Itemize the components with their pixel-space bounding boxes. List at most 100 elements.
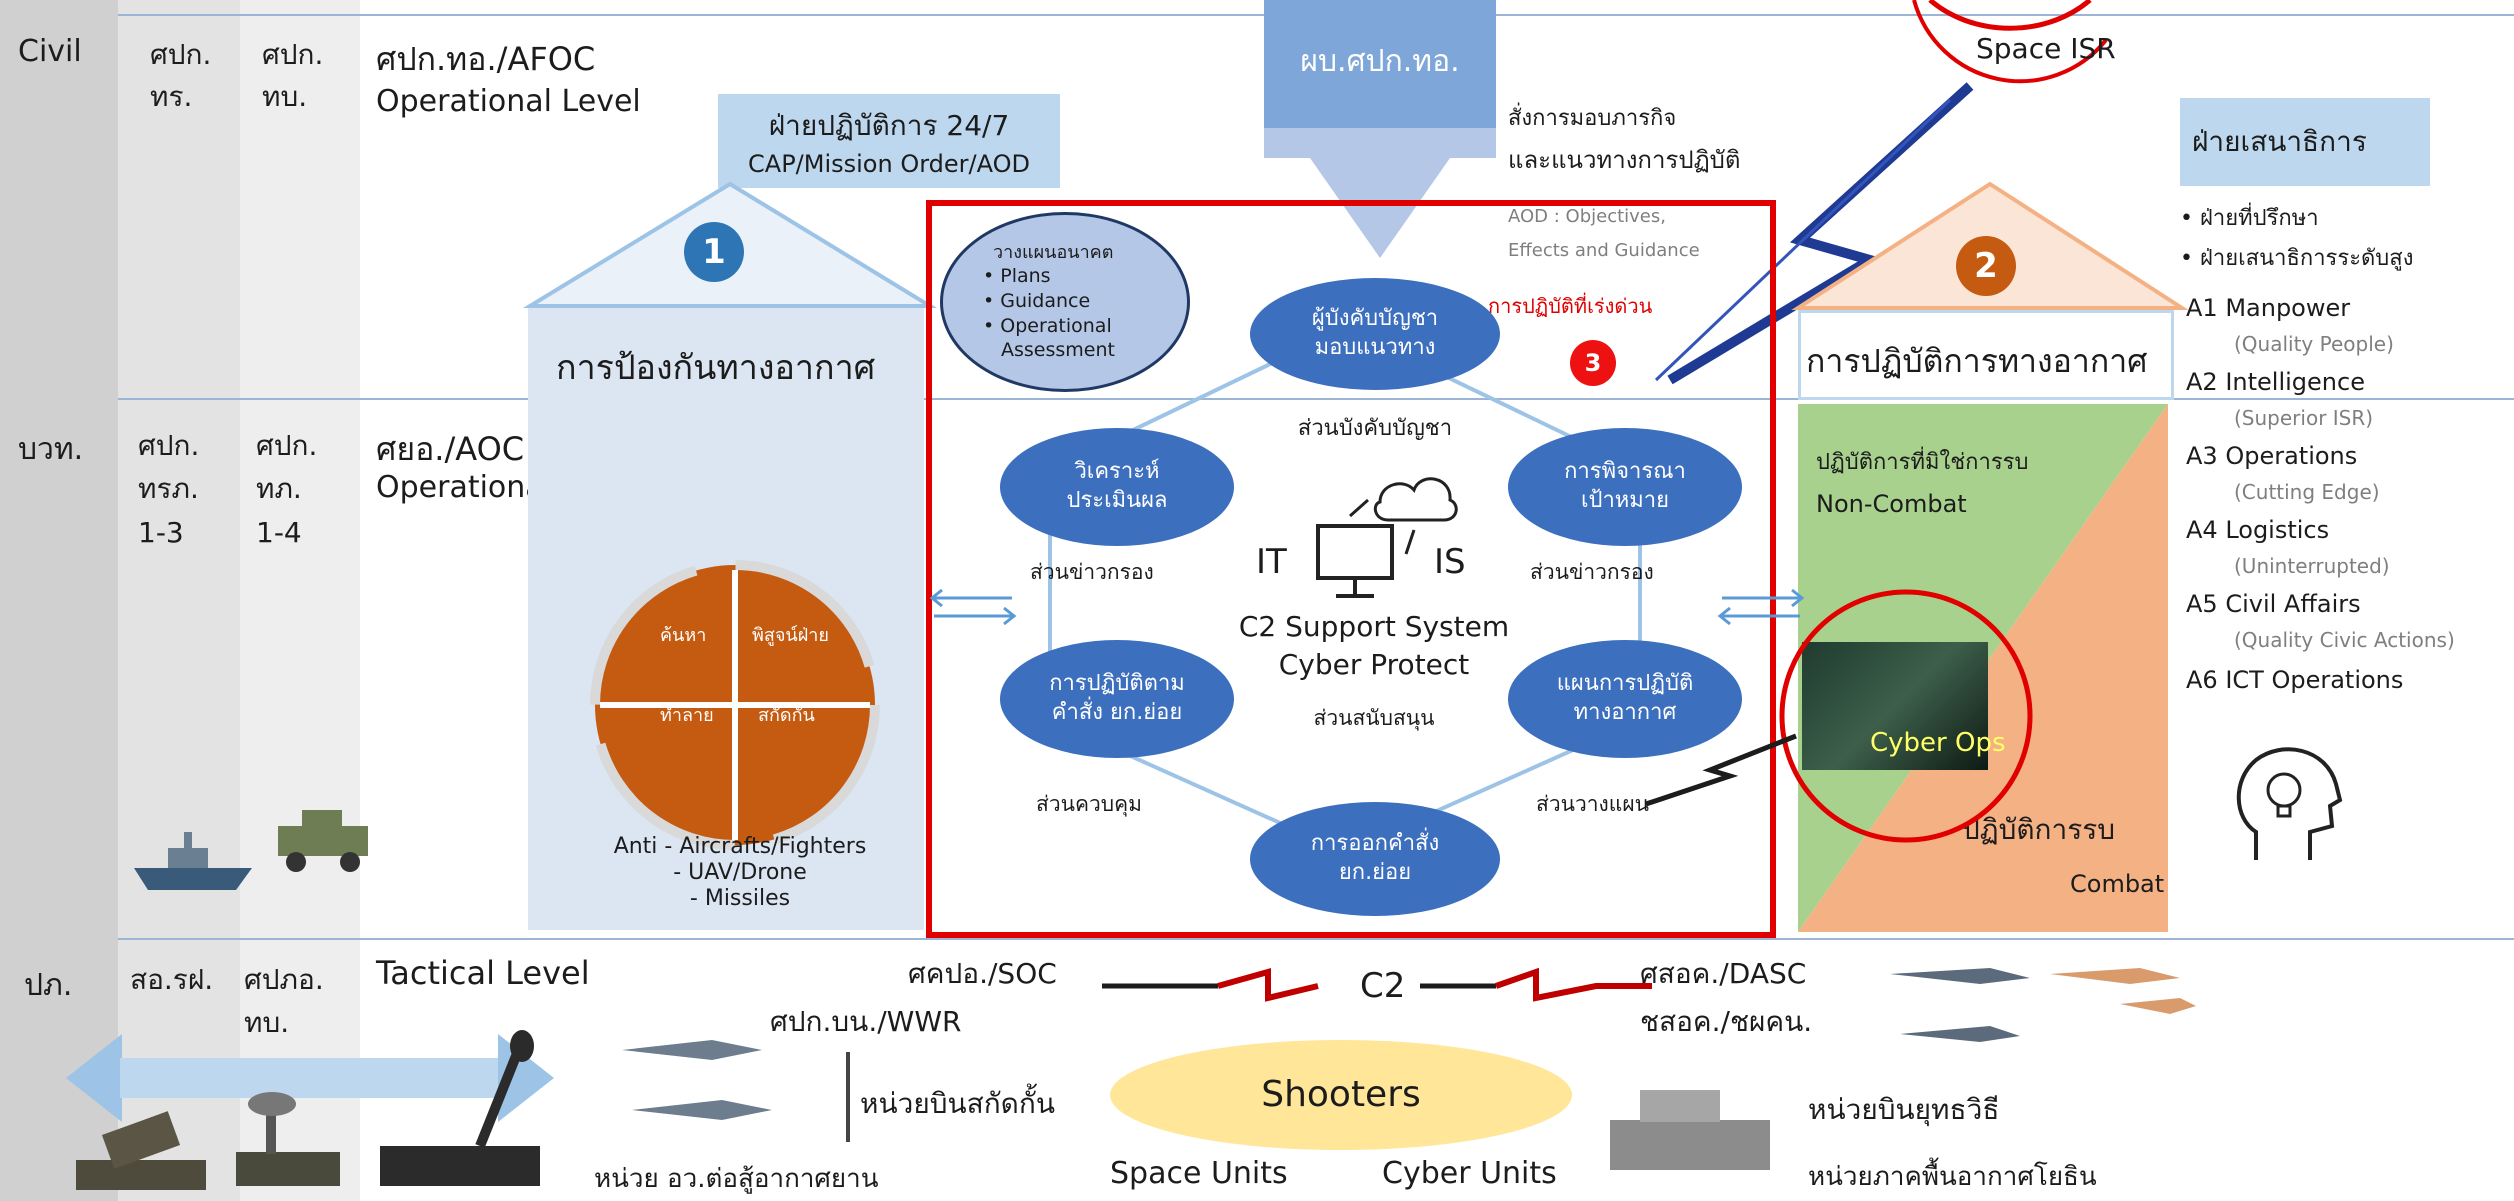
staff-a5-sub: (Quality Civic Actions)	[2234, 628, 2455, 652]
computer-cloud-icon	[1316, 477, 1458, 598]
targeting-wheel	[590, 560, 880, 850]
aa-unit-label: หน่วย อว.ต่อสู้อากาศยาน	[594, 1164, 879, 1194]
c2-label: C2	[1360, 966, 1406, 1006]
shooters-label: Shooters	[1261, 1073, 1421, 1115]
space-units-label: Space Units	[1110, 1156, 1288, 1191]
staff-a4-sub: (Uninterrupted)	[2234, 554, 2390, 578]
threat-line1: Anti - Aircrafts/Fighters	[613, 834, 867, 859]
badge-2: 2	[1956, 236, 2016, 296]
civil-level: Operational Level	[376, 84, 641, 119]
bwt-unit: ศยอ./AOC	[376, 430, 525, 468]
ops-247-title: ฝ่ายปฏิบัติการ 24/7	[768, 109, 1010, 142]
antenna-truck-icon	[380, 1030, 540, 1186]
cyber-link-bolt-icon	[1645, 733, 1797, 807]
targeting-line1: การพิจารณา	[1564, 459, 1686, 485]
it-label: IT	[1256, 542, 1287, 582]
commander-ellipse: ผู้บังคับบัญชา มอบแนวทาง	[1250, 278, 1500, 390]
commander-line2: มอบแนวทาง	[1314, 335, 1436, 360]
future-plan-item-1-text: Plans	[1000, 265, 1051, 288]
execution-line2: คำสั่ง ยก.ย่อย	[1051, 700, 1183, 725]
combat-th: ปฏิบัติการรบ	[1962, 813, 2116, 846]
staff-bullet-2: • ฝ่ายเสนาธิการระดับสูง	[2180, 246, 2414, 271]
intercept-unit-label: หน่วยบินสกัดกั้น	[860, 1087, 1055, 1120]
future-plan-item-2: • Guidance	[983, 290, 1091, 312]
staff-a3-sub: (Cutting Edge)	[2234, 480, 2380, 504]
is-label: IS	[1434, 542, 1466, 582]
pk-col1: สอ.รฝ.	[130, 963, 214, 996]
soc-label: ศคปอ./SOC	[908, 957, 1057, 990]
staff-a6: A6 ICT Operations	[2186, 666, 2404, 694]
analysis-section: ส่วนข่าวกรอง	[1030, 560, 1154, 584]
ground-vehicle-icon	[1610, 1090, 1770, 1170]
bwt-col1: ศปก. ทรภ. 1-3	[138, 429, 200, 549]
staff-bullet-1-text: ฝ่ายที่ปรึกษา	[2199, 206, 2319, 231]
future-plan-item-3-text: Operational	[1000, 314, 1112, 337]
staff-title-box	[2180, 98, 2430, 186]
combat-en: Combat	[2070, 870, 2165, 898]
left-label-column	[0, 0, 118, 1201]
air-plan-line1: แผนการปฏิบัติ	[1556, 671, 1694, 697]
civil-col1: ศปก. ทร.	[150, 38, 212, 113]
threat-line2: - UAV/Drone	[673, 860, 807, 885]
order-text-line2: และแนวทางการปฏิบัติ	[1508, 146, 1741, 174]
dasc2-label: ชสอค./ชผคน.	[1640, 1005, 1813, 1038]
ground-unit-label: หน่วยภาคพื้นอากาศโยธิน	[1808, 1162, 2097, 1192]
command-arrow-label: ผบ.ศปก.ทอ.	[1300, 44, 1460, 79]
execution-section: ส่วนควบคุม	[1036, 792, 1143, 816]
pk-level: Tactical Level	[376, 954, 590, 992]
staff-a1: A1 Manpower	[2186, 294, 2351, 322]
targeting-section: ส่วนข่าวกรอง	[1530, 560, 1654, 584]
intercept-bracket	[846, 1052, 850, 1142]
air-plan-line2: ทางอากาศ	[1573, 700, 1677, 725]
staff-a3: A3 Operations	[2186, 442, 2358, 470]
ops-247-box	[718, 94, 1060, 188]
staff-a2-sub: (Superior ISR)	[2234, 406, 2374, 430]
space-isr-circle	[1912, 0, 2108, 84]
c2-support-line2: Cyber Protect	[1278, 648, 1470, 681]
noncombat-th: ปฏิบัติการที่มิใช่การรบ	[1816, 450, 2029, 475]
dasc-label: ศสอค./DASC	[1640, 957, 1807, 990]
row-label-pk: ปภ.	[24, 968, 73, 1003]
badge-1: 1	[684, 222, 744, 282]
order-text-line1: สั่งการมอบภารกิจ	[1508, 106, 1677, 131]
analysis-ellipse: วิเคราะห์ ประเมินผล	[1000, 428, 1234, 546]
c2-support-line1: C2 Support System	[1238, 610, 1510, 643]
row-label-civil: Civil	[18, 34, 82, 69]
row-label-bwt: บวท.	[18, 432, 84, 467]
col2-column	[240, 0, 360, 1201]
c2-link-right-icon	[1420, 967, 1652, 1002]
c2-center-frame	[926, 200, 1776, 938]
staff-a5: A5 Civil Affairs	[2186, 590, 2361, 618]
tactical-unit-label: หน่วยบินยุทธวิธี	[1808, 1093, 2000, 1126]
left-exchange-arrow-icon	[929, 588, 1017, 626]
command-arrow	[1264, 0, 1496, 258]
air-ops-box	[1798, 310, 2174, 400]
staff-a1-sub: (Quality People)	[2234, 332, 2394, 356]
air-defense-label: การป้องกันทางอากาศ	[556, 348, 876, 388]
threat-line3: - Missiles	[689, 886, 791, 911]
execution-line1: การปฏิบัติตาม	[1049, 671, 1185, 697]
future-plan-item-4: Assessment	[1001, 339, 1115, 362]
shooters-ellipse: Shooters	[1110, 1040, 1572, 1150]
civil-col2: ศปก. ทบ.	[262, 38, 324, 113]
future-plan-title: วางแผนอนาคต	[993, 241, 1114, 263]
wheel-q3: ทำลาย	[660, 705, 714, 726]
left-bidirectional-arrow-body	[120, 1058, 500, 1098]
commander-line1: ผู้บังคับบัญชา	[1311, 306, 1439, 332]
wwr-label: ศปก.บน./WWR	[770, 1005, 962, 1038]
right-exchange-arrow-icon	[1717, 588, 1805, 626]
idea-head-icon	[2236, 747, 2343, 860]
fighter-jets-icon	[622, 1040, 772, 1120]
civil-unit: ศปก.ทอ./AFOC	[376, 40, 596, 78]
aod-line2: Effects and Guidance	[1508, 240, 1700, 261]
staff-a2: A2 Intelligence	[2186, 368, 2365, 396]
support-section: ส่วนสนับสนุน	[1313, 706, 1435, 730]
row-divider-middle	[118, 398, 2514, 400]
noncombat-en: Non-Combat	[1816, 490, 1967, 518]
ops-247-sub: CAP/Mission Order/AOD	[748, 150, 1030, 178]
staff-a4: A4 Logistics	[2186, 516, 2330, 544]
air-plan-section: ส่วนวางแผน	[1536, 792, 1649, 816]
staff-title: ฝ่ายเสนาธิการ	[2192, 125, 2367, 158]
targeting-ellipse: การพิจารณา เป้าหมาย	[1508, 428, 1742, 546]
staff-bullet-2-text: ฝ่ายเสนาธิการระดับสูง	[2199, 246, 2414, 271]
